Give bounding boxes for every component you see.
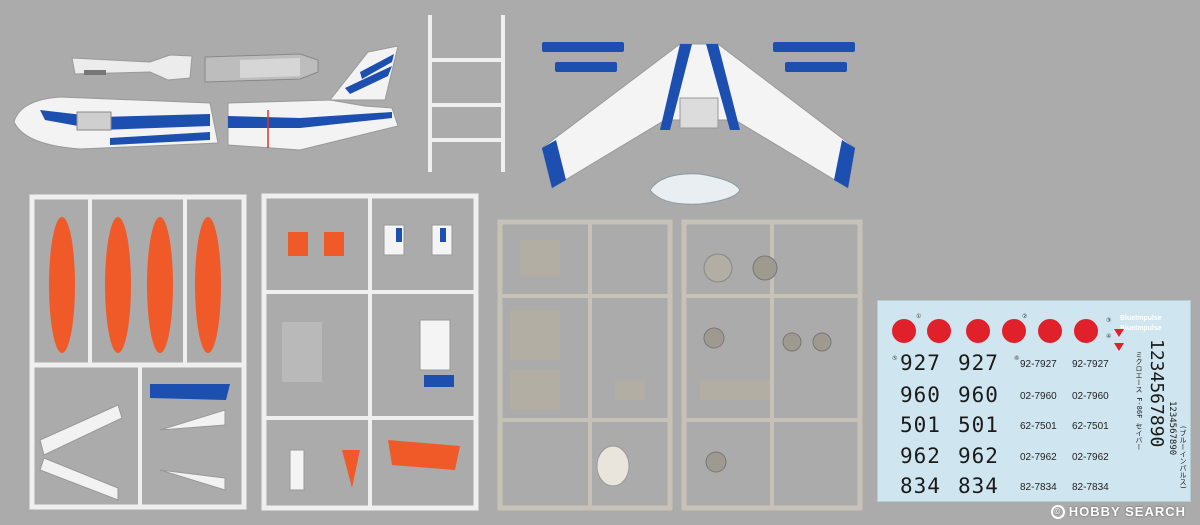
brand-decal-2: BlueImpulse	[1120, 325, 1162, 332]
sprue-grey-right	[681, 219, 863, 511]
roundel-6	[1074, 319, 1098, 343]
vertical-jp-title: ミクロエース F-86F セイバー	[1135, 351, 1143, 451]
roundel-number-2: ②	[1022, 314, 1028, 320]
watermark-text: HOBBY SEARCH	[1068, 504, 1186, 519]
roundel-number-5: ⑤	[892, 356, 898, 362]
intake-duct	[71, 54, 193, 81]
roundel-4	[1002, 319, 1026, 343]
roundel-1	[892, 319, 916, 343]
roundel-5	[1038, 319, 1062, 343]
roundel-3	[966, 319, 990, 343]
roundel-number-6: ⑥	[1014, 356, 1020, 362]
exhaust-nozzle	[204, 53, 319, 83]
sprue-details	[261, 193, 479, 511]
fuselage-front	[13, 96, 219, 150]
sprue-grey-left	[497, 219, 673, 511]
roundel-number-3: ③	[1106, 318, 1112, 324]
red-triangle-1	[1114, 329, 1124, 337]
roundel-2	[927, 319, 951, 343]
brand-decal-1: BlueImpulse	[1120, 315, 1162, 322]
wing	[541, 43, 856, 189]
canopy	[649, 173, 741, 205]
roundel-number-4: ④	[1106, 334, 1112, 340]
sprue-tanks	[29, 194, 247, 510]
decal-sheet: ① ② ③ ④ ⑤ ⑥ BlueImpulse BlueImpulse 927 …	[877, 300, 1191, 502]
vertical-jp-subtitle: (ブルーインパルス)	[1179, 425, 1187, 490]
vertical-digits-small: 1234567890	[1167, 401, 1177, 456]
roundel-number-1: ①	[916, 314, 922, 320]
fuselage-rear	[227, 45, 399, 151]
runner-small	[428, 15, 505, 172]
copyright-icon: ©	[1050, 504, 1065, 519]
red-triangle-2	[1114, 343, 1124, 351]
watermark: © HOBBY SEARCH	[1050, 504, 1186, 519]
vertical-digits-big: 1234567890	[1146, 339, 1167, 448]
flap-parts	[542, 42, 855, 72]
